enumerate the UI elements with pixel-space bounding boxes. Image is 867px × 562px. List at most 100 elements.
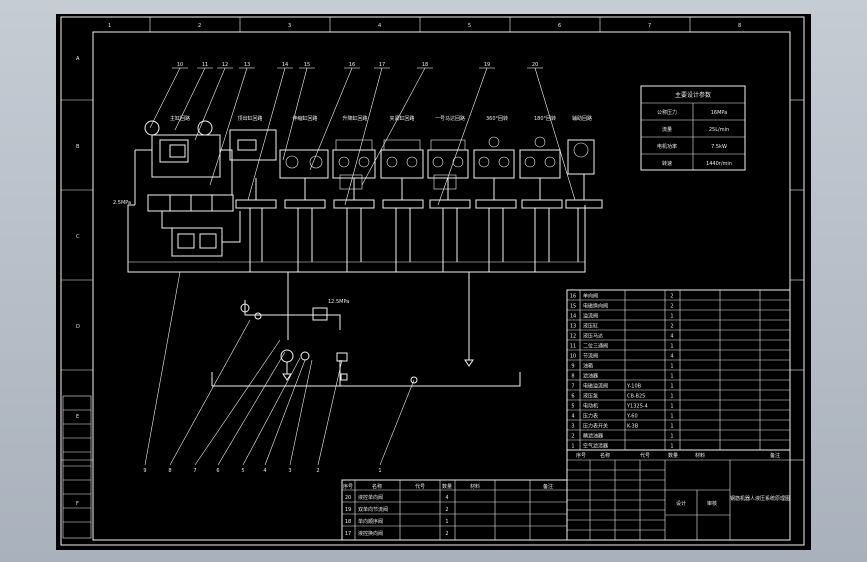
parts-row-name: 液压缸 <box>583 323 598 330</box>
param-label: 流量 <box>662 126 672 133</box>
left-margin-table <box>62 395 92 539</box>
param-label: 电机功率 <box>657 143 677 150</box>
parts-row-name: 液压马达 <box>583 333 603 340</box>
title-block-header: 序号 <box>576 452 586 459</box>
callout-number: 13 <box>244 62 250 68</box>
title-block: 序号 名称 代号 数量 材料 备注 钢筋机器人液压系统原理图 设计 审核 <box>566 449 791 541</box>
border-zone-ticks <box>61 17 804 461</box>
parts-row-qty: 1 <box>670 444 673 450</box>
left-cylinder-icons <box>144 120 213 136</box>
lower-table-no: 18 <box>345 519 351 525</box>
zone-number: 2 <box>198 23 201 29</box>
drawing-sheet <box>56 14 811 550</box>
parts-row-qty: 1 <box>670 424 673 430</box>
parts-row-no: 11 <box>570 344 576 350</box>
param-label: 公称压力 <box>657 109 677 116</box>
parts-row-no: 13 <box>570 324 576 330</box>
callout-number: 7 <box>193 468 196 474</box>
zone-number: 6 <box>558 23 561 29</box>
parts-row-name: 滤油器 <box>583 373 598 380</box>
lower-table-qty: 1 <box>445 519 448 525</box>
callout-number: 16 <box>349 62 355 68</box>
parts-row-spec: Y-10B <box>626 384 642 390</box>
parts-row-name: 空气滤清器 <box>583 443 608 450</box>
parts-row-name: 压力表开关 <box>583 423 608 430</box>
parts-row-no: 8 <box>571 374 574 380</box>
parts-row-no: 12 <box>570 334 576 340</box>
circuit-label: 伸缩缸回路 <box>292 115 317 122</box>
design-params-title: 主要设计参数 <box>675 91 711 99</box>
parts-row-no: 2 <box>571 434 574 440</box>
circuit-main-lines <box>127 129 603 273</box>
top-callout-leaders <box>149 67 576 206</box>
lower-table-name: 双单向节流阀 <box>358 506 388 513</box>
circuit-label: 辅助回路 <box>572 115 592 122</box>
parts-row-no: 15 <box>570 304 576 310</box>
param-value: 16MPa <box>711 110 728 116</box>
zone-number: 3 <box>288 23 291 29</box>
parts-row-spec: Y132S-4 <box>626 404 648 410</box>
zone-letter: C <box>76 234 80 240</box>
zone-number: 1 <box>108 23 111 29</box>
title-block-header: 备注 <box>770 452 780 459</box>
parts-row-no: 6 <box>571 394 574 400</box>
parts-row-qty: 1 <box>670 314 673 320</box>
top-callout-numbers: 10 11 12 13 14 15 16 17 18 19 20 <box>177 62 538 68</box>
parts-row-no: 10 <box>570 354 576 360</box>
circuit-labels: 主缸回路 顶出缸回路 伸缩缸回路 升降缸回路 夹紧缸回路 一号马达回路 360°… <box>170 115 592 122</box>
parts-row-no: 1 <box>571 444 574 450</box>
circuit-label: 180°回转 <box>534 115 556 122</box>
lower-table-header: 备注 <box>543 483 553 490</box>
design-label: 设计 <box>676 500 686 507</box>
parts-row-no: 7 <box>571 384 574 390</box>
drawing-title: 钢筋机器人液压系统原理图 <box>730 495 790 502</box>
lower-table-header: 名称 <box>372 483 382 490</box>
parts-row-qty: 1 <box>670 404 673 410</box>
zone-letter: E <box>76 414 79 420</box>
pump-station <box>211 272 521 387</box>
callout-number: 12 <box>222 62 228 68</box>
pressure-label-left: 2.5MPa <box>113 200 131 206</box>
callout-number: 1 <box>378 468 381 474</box>
lower-table-header: 序号 <box>343 483 353 490</box>
parts-row-qty: 1 <box>670 414 673 420</box>
circuit-label: 一号马达回路 <box>435 115 465 122</box>
zone-letter: B <box>76 144 80 150</box>
parts-row-qty: 1 <box>670 374 673 380</box>
zone-letter: D <box>76 324 80 330</box>
parts-row-spec: CB-B25 <box>627 394 645 400</box>
lower-table-no: 20 <box>345 495 351 501</box>
circuit-label: 360°回转 <box>486 115 508 122</box>
lower-table-header: 材料 <box>470 483 480 490</box>
zone-number: 4 <box>378 23 381 29</box>
parts-row-name: 溢流阀 <box>583 313 598 320</box>
callout-number: 3 <box>288 468 291 474</box>
parts-row-name: 电动机 <box>583 403 598 410</box>
param-value: 1440r/min <box>706 161 732 167</box>
parts-row-name: 电磁溢流阀 <box>583 383 608 390</box>
bottom-callout-leaders <box>144 271 415 466</box>
parts-row-qty: 1 <box>670 384 673 390</box>
param-label: 转速 <box>662 160 672 167</box>
parts-row-qty: 4 <box>670 334 673 340</box>
check-label: 审核 <box>707 500 717 507</box>
callout-number: 19 <box>484 62 490 68</box>
lower-table-qty: 2 <box>445 531 448 537</box>
callout-number: 6 <box>216 468 219 474</box>
parts-row-qty: 1 <box>670 434 673 440</box>
parts-row-name: 节流阀 <box>583 353 598 360</box>
zone-letter: F <box>76 501 79 507</box>
parts-row-no: 9 <box>571 364 574 370</box>
circuit-label: 顶出缸回路 <box>237 115 262 122</box>
parts-row-name: 二位三通阀 <box>583 343 608 350</box>
parts-row-qty: 2 <box>670 324 673 330</box>
parts-row-name: 精滤油器 <box>583 433 603 440</box>
parts-row-qty: 1 <box>670 364 673 370</box>
zone-letter: A <box>76 56 80 62</box>
zone-number: 8 <box>738 23 741 29</box>
parts-row-no: 5 <box>571 404 574 410</box>
lower-table-header: 代号 <box>415 483 425 490</box>
parts-row-spec: Y-60 <box>626 414 638 420</box>
